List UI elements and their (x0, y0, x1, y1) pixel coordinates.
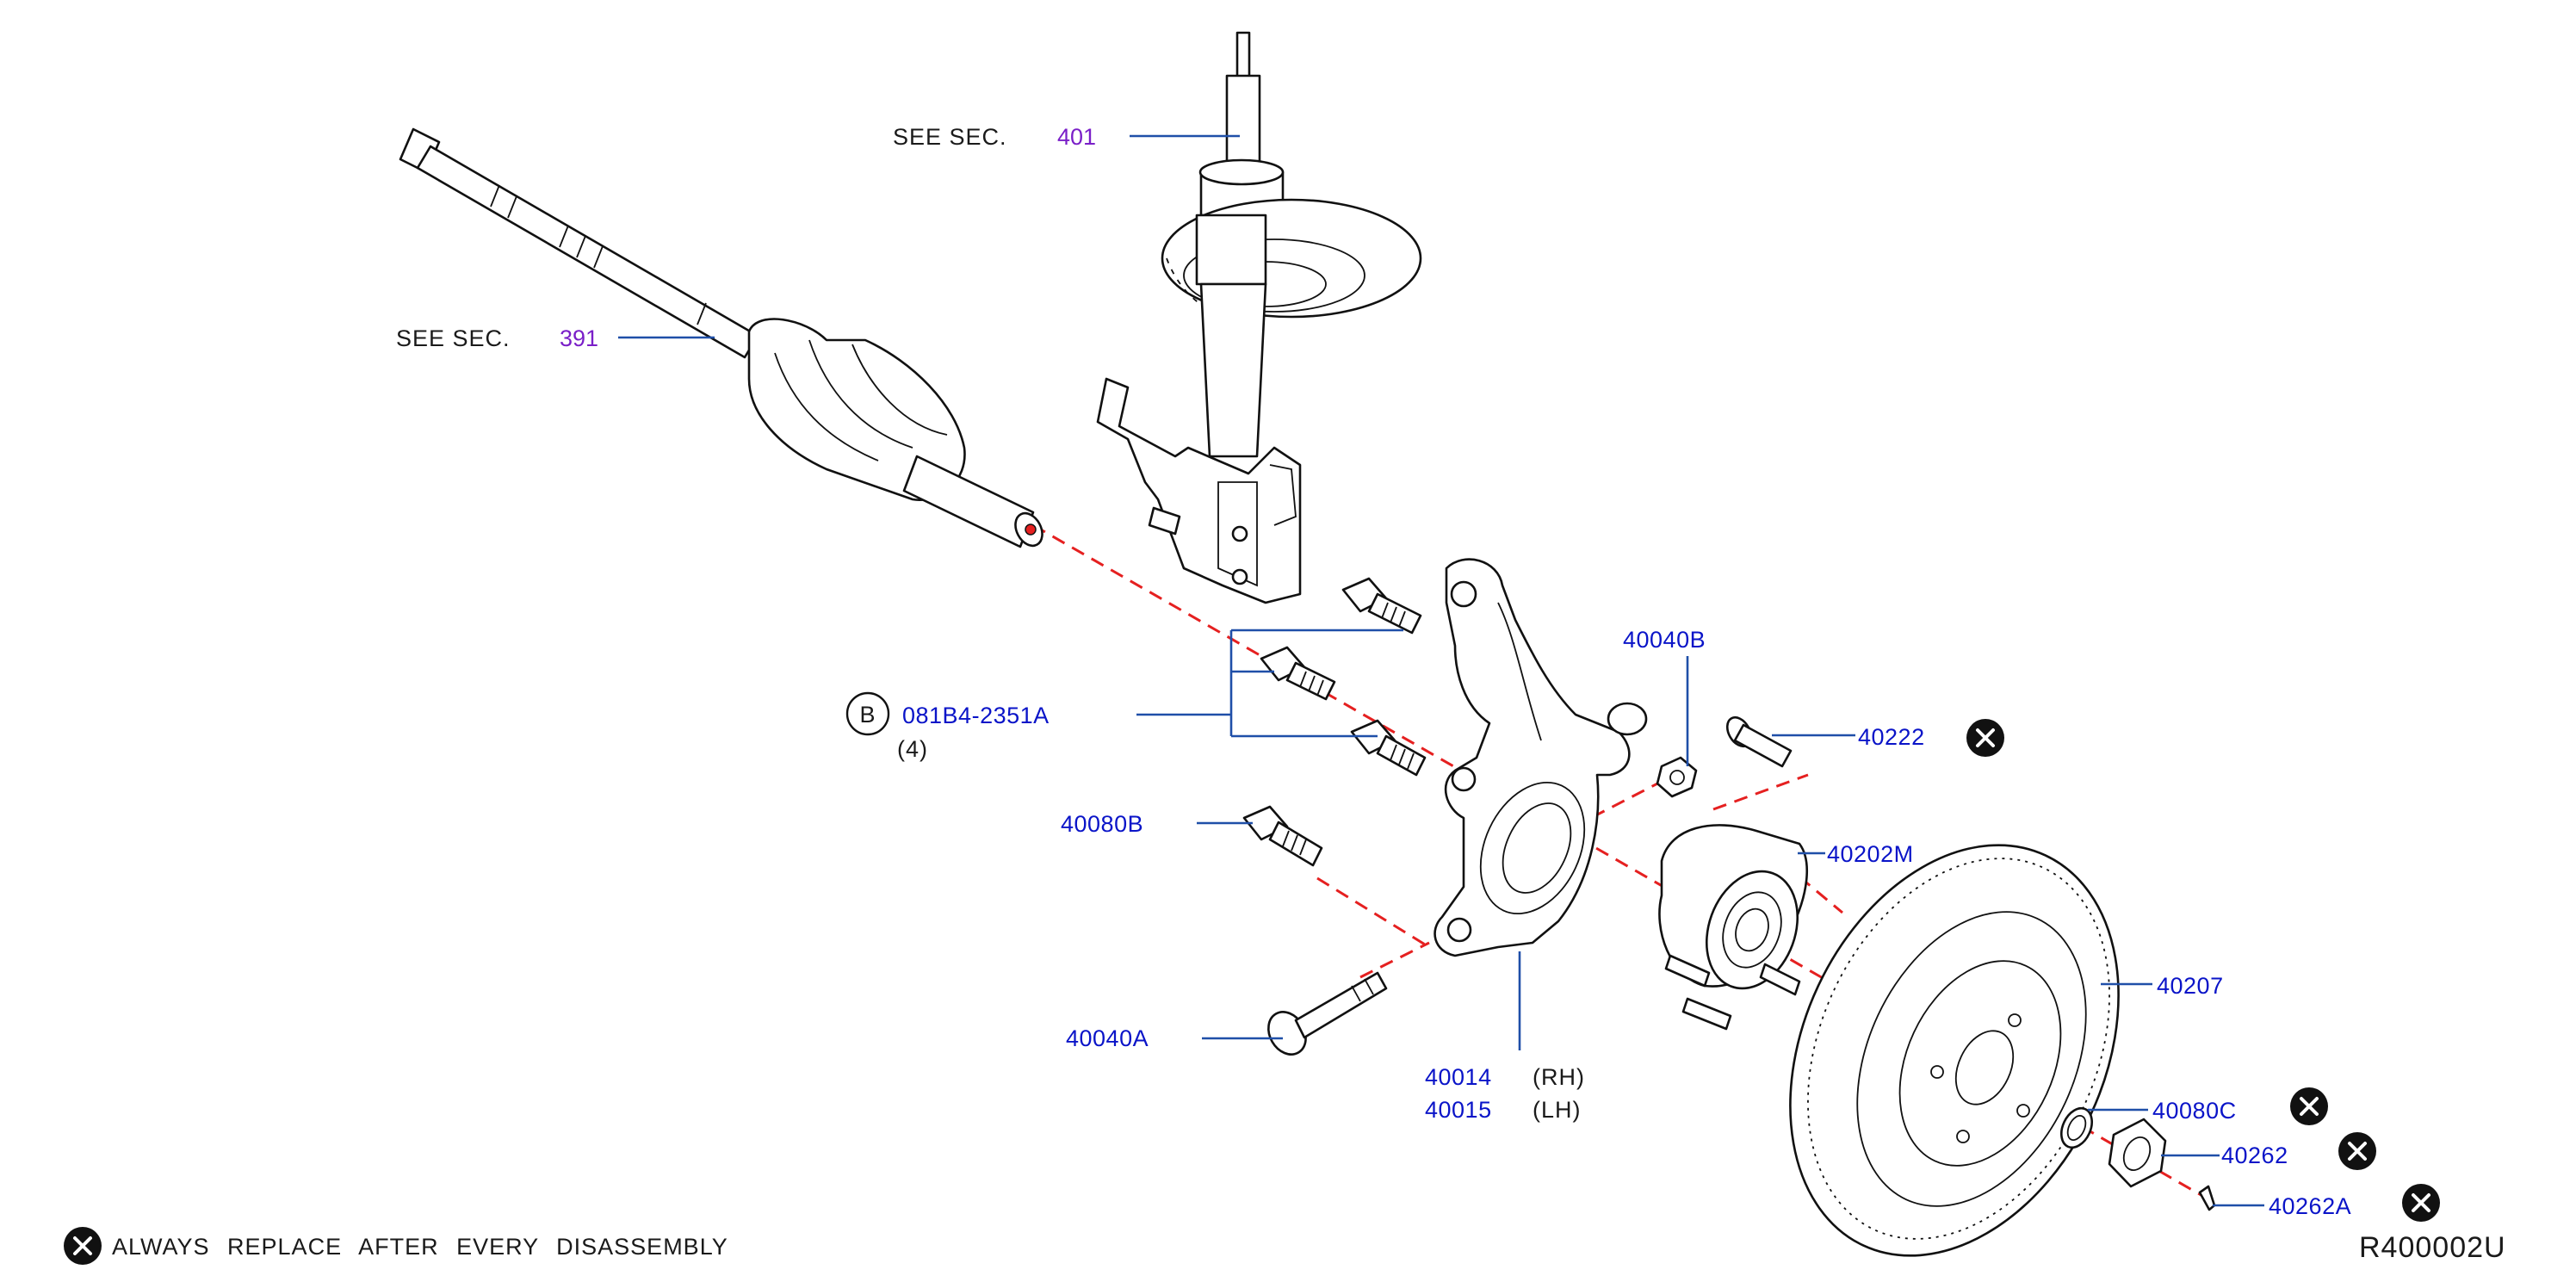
part-40080B[interactable]: 40080B (1061, 811, 1143, 837)
part-40202M[interactable]: 40202M (1827, 841, 1914, 867)
part-40040B[interactable]: 40040B (1623, 627, 1706, 653)
see-sec-prefix-391: SEE SEC. (396, 325, 511, 351)
bolt-quantity: (4) (897, 736, 928, 762)
drive-shaft (399, 127, 1043, 548)
stud-40222 (1725, 715, 1793, 768)
nut-40262 (2108, 1118, 2167, 1188)
part-081B4-2351A[interactable]: 081B4-2351A (902, 703, 1050, 728)
circled-letter-b: B (845, 691, 890, 736)
bolt-40040A (1267, 971, 1388, 1056)
part-40015[interactable]: 40015 (1425, 1097, 1492, 1123)
replace-x-icon (2402, 1184, 2440, 1222)
wheel-hub (1658, 824, 1808, 1031)
strut-assembly (1096, 31, 1422, 604)
see-sec-prefix-401: SEE SEC. (893, 124, 1007, 150)
replace-x-icon (1966, 719, 2004, 757)
part-40207[interactable]: 40207 (2157, 973, 2224, 999)
bolt-081B4-upper (1341, 577, 1422, 635)
bolt-081B4-middle (1260, 646, 1336, 701)
circled-letter: B (859, 702, 876, 728)
legend-x-icon (64, 1227, 102, 1265)
side-lh: (LH) (1533, 1097, 1582, 1123)
nut-40040B (1656, 756, 1698, 798)
part-40080C[interactable]: 40080C (2152, 1098, 2237, 1124)
replace-x-icon (2338, 1132, 2376, 1170)
drawing-id: R400002U (2359, 1231, 2506, 1264)
leader-lines (618, 134, 2264, 1207)
part-40222[interactable]: 40222 (1858, 724, 1925, 750)
part-40014[interactable]: 40014 (1425, 1064, 1492, 1090)
see-sec-number-401[interactable]: 401 (1057, 124, 1096, 150)
part-40040A[interactable]: 40040A (1066, 1025, 1149, 1051)
washer-40080C (2060, 1106, 2093, 1149)
side-rh: (RH) (1533, 1064, 1585, 1090)
replace-x-icon (2290, 1087, 2328, 1125)
cotter-pin-40262A (2198, 1185, 2216, 1211)
steering-knuckle (1434, 558, 1648, 957)
part-40262A[interactable]: 40262A (2269, 1193, 2351, 1219)
see-sec-number-391[interactable]: 391 (560, 325, 598, 351)
legend-text: ALWAYS REPLACE AFTER EVERY DISASSEMBLY (112, 1234, 728, 1260)
bolt-40080B (1242, 805, 1323, 867)
part-40262[interactable]: 40262 (2221, 1143, 2288, 1168)
